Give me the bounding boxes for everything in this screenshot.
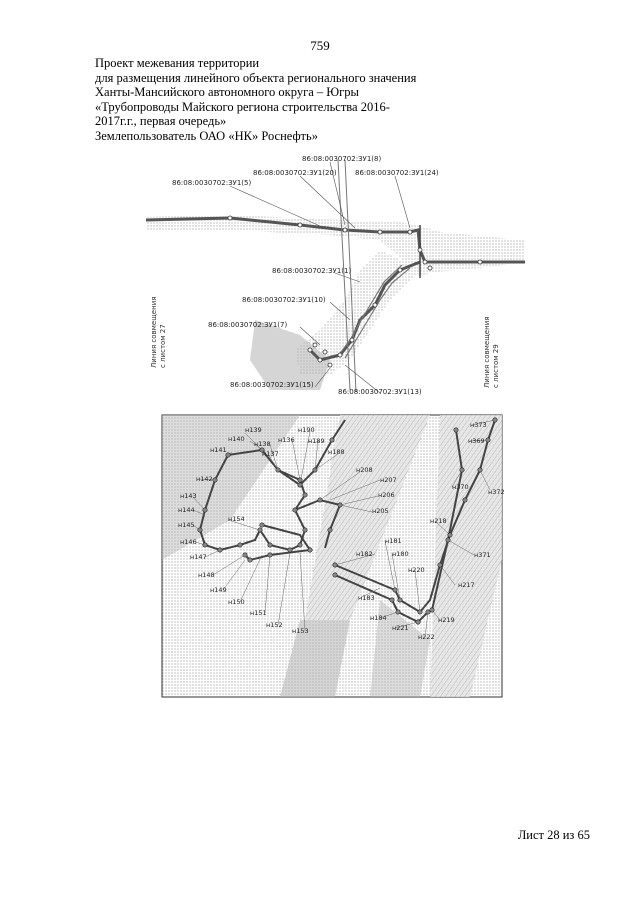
shaded-area (370, 600, 430, 697)
point-label: н371 (474, 551, 491, 559)
point-label: н151 (250, 609, 267, 617)
point-label: н217 (458, 581, 475, 589)
point-label: н149 (210, 586, 227, 594)
page-number: 759 (310, 38, 330, 53)
parcel-label: 86:08:0030702:ЗУ1(5) (172, 179, 251, 187)
point-label: н153 (292, 627, 309, 635)
header-line: Проект межевания территории (95, 56, 260, 70)
point-label: н147 (190, 553, 207, 561)
shaded-area (162, 415, 300, 560)
parcel-label: 86:08:0030702:ЗУ1(8) (302, 155, 381, 163)
leader-lines (229, 161, 411, 394)
point-label: н189 (308, 437, 325, 445)
parcel-label: 86:08:0030702:ЗУ1(13) (338, 388, 422, 396)
parcel-label: 86:08:0030702:ЗУ1(1) (272, 267, 351, 275)
alignment-line-text: Линия совмещения (483, 317, 491, 388)
vertex-markers (227, 215, 483, 368)
point-label: н206 (378, 491, 395, 499)
pipeline-branch (308, 260, 421, 362)
forest-area (250, 320, 330, 390)
point-label: н180 (392, 550, 409, 558)
parcel-label: 86:08:0030702:ЗУ1(10) (242, 296, 326, 304)
alignment-line-text: с листом 29 (492, 344, 500, 388)
point-label: н154 (228, 515, 245, 523)
header-line: Землепользователь ОАО «НК» Роснефть» (95, 128, 318, 143)
overview-map: 86:08:0030702:ЗУ1(8) 86:08:0030702:ЗУ1(2… (145, 155, 525, 396)
point-label: н369 (468, 437, 485, 445)
point-label: н138 (254, 440, 271, 448)
alignment-line-right: Линия совмещения с листом 29 (483, 317, 500, 388)
point-label: н148 (198, 571, 215, 579)
parcel-label: 86:08:0030702:ЗУ1(20) (253, 169, 337, 177)
point-label: н152 (266, 621, 283, 629)
point-label: н137 (262, 450, 279, 458)
parcel-label: 86:08:0030702:ЗУ1(24) (355, 169, 439, 177)
road-strip (305, 415, 430, 620)
header-line: 2017г.г., первая очередь» (95, 114, 227, 128)
header-line: «Трубопроводы Майского региона строитель… (95, 99, 390, 114)
road-strip (430, 415, 502, 697)
point-label: н373 (470, 421, 487, 429)
detail-vertex-markers (197, 417, 498, 625)
point-label: н208 (356, 466, 373, 474)
point-label: н370 (452, 483, 469, 491)
point-label: н222 (418, 633, 435, 641)
point-label: н145 (178, 521, 195, 529)
alignment-line-text: с листом 27 (159, 324, 167, 368)
header-line: для размещения линейного объекта региона… (95, 70, 417, 85)
point-label: н219 (438, 616, 455, 624)
point-label: н142 (196, 475, 213, 483)
point-label: н144 (178, 506, 195, 514)
sheet-number: Лист 28 из 65 (517, 828, 590, 842)
point-label: н139 (245, 426, 262, 434)
point-label: н141 (210, 446, 227, 454)
point-label: н205 (372, 507, 389, 515)
road-line (344, 159, 357, 393)
document-header: Проект межевания территории для размещен… (95, 56, 535, 143)
road-line (337, 159, 351, 391)
header-line: Ханты-Мансийского автономного округа – Ю… (95, 85, 359, 99)
alignment-line-text: Линия совмещения (150, 297, 158, 368)
point-label: н220 (408, 566, 425, 574)
parcel-label: 86:08:0030702:ЗУ1(15) (230, 381, 314, 389)
point-label: н143 (180, 492, 197, 500)
point-label: н182 (356, 550, 373, 558)
parcel-label: 86:08:0030702:ЗУ1(7) (208, 321, 287, 329)
point-label: н181 (385, 537, 402, 545)
parcel-boundary (431, 429, 464, 611)
alignment-line-left: Линия совмещения с листом 27 (150, 297, 167, 368)
point-label: н218 (430, 517, 447, 525)
point-label: н140 (228, 435, 245, 443)
point-label: н146 (180, 538, 197, 546)
point-label: н183 (358, 594, 375, 602)
point-label: н150 (228, 598, 245, 606)
point-label: н184 (370, 614, 387, 622)
point-label: н207 (380, 476, 397, 484)
point-label: н188 (328, 448, 345, 456)
point-label: н136 (278, 436, 295, 444)
detail-leader-lines (192, 419, 496, 638)
shaded-area (280, 620, 350, 697)
point-label: н372 (488, 488, 505, 496)
detail-map: н139 н140 н138 н136 н190 н189 н141 н137 … (161, 414, 505, 698)
point-label: н190 (298, 426, 315, 434)
point-label: н221 (392, 624, 409, 632)
